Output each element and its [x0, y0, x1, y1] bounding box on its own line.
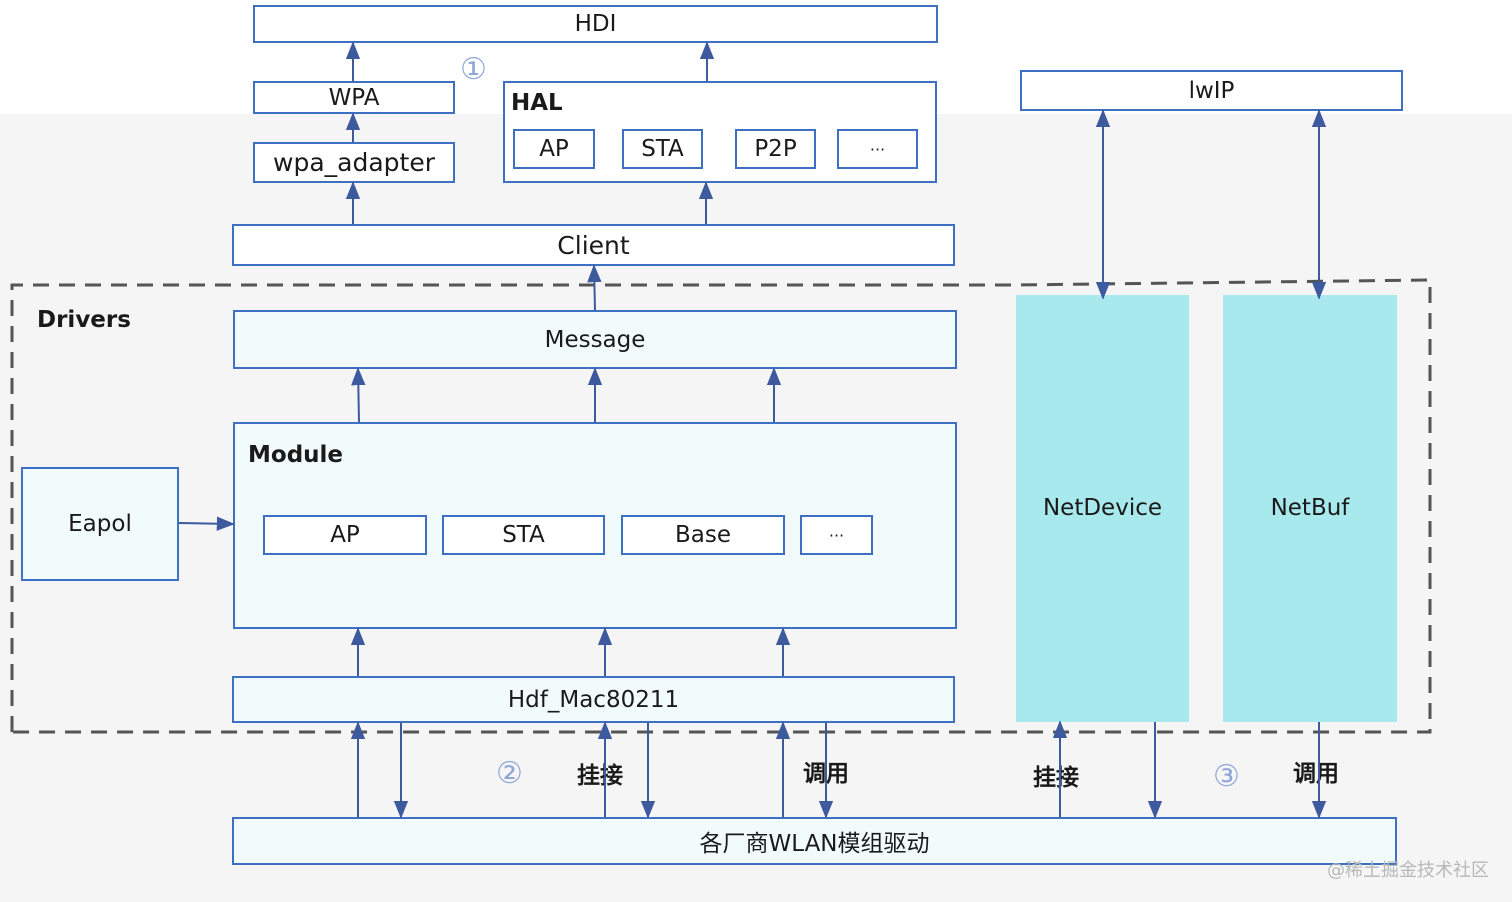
- module-base-label: Base: [674, 522, 731, 548]
- module-sta-box: STA: [442, 515, 605, 555]
- module-ap-label: AP: [330, 522, 360, 548]
- module-ap-box: AP: [263, 515, 427, 555]
- netdevice-label: NetDevice: [1042, 495, 1163, 521]
- hal-title: HAL: [511, 90, 563, 116]
- hal-ap-label: AP: [539, 136, 569, 162]
- wpa-label: WPA: [328, 84, 380, 111]
- hdi-label: HDI: [574, 11, 617, 37]
- lwip-box: lwIP: [1020, 70, 1403, 111]
- netbuf-label: NetBuf: [1270, 495, 1350, 521]
- module-sta-label: STA: [502, 522, 545, 548]
- vendor-driver-label: 各厂商WLAN模组驱动: [699, 831, 930, 857]
- hal-sta-box: STA: [622, 129, 703, 169]
- hal-more-label: ···: [869, 139, 886, 159]
- netbuf-box: NetBuf: [1223, 295, 1397, 722]
- marker-1: ①: [460, 52, 487, 87]
- attach-label-left: 挂接: [577, 763, 623, 789]
- wpa-adapter-label: wpa_adapter: [273, 148, 435, 177]
- marker-2: ②: [496, 756, 523, 791]
- wpa-adapter-box: wpa_adapter: [253, 142, 455, 183]
- client-box: Client: [232, 224, 955, 266]
- call-label-right: 调用: [1293, 761, 1339, 787]
- watermark: @稀土掘金技术社区: [1327, 860, 1489, 881]
- hal-ap-box: AP: [513, 129, 595, 169]
- hdf-mac80211-box: Hdf_Mac80211: [232, 676, 955, 723]
- eapol-box: Eapol: [21, 467, 179, 581]
- netdevice-box: NetDevice: [1016, 295, 1189, 722]
- eapol-label: Eapol: [68, 511, 132, 537]
- hdi-box: HDI: [253, 5, 938, 43]
- wpa-box: WPA: [253, 81, 455, 114]
- lwip-label: lwIP: [1188, 77, 1235, 104]
- attach-label-right: 挂接: [1033, 765, 1079, 791]
- module-more-label: ···: [828, 525, 845, 545]
- hal-p2p-box: P2P: [735, 129, 816, 169]
- message-label: Message: [544, 326, 646, 353]
- client-label: Client: [557, 230, 630, 260]
- module-base-box: Base: [621, 515, 785, 555]
- call-label-left: 调用: [803, 761, 849, 787]
- hdf-mac80211-label: Hdf_Mac80211: [507, 686, 680, 713]
- hal-sta-label: STA: [641, 136, 684, 162]
- vendor-driver-box: 各厂商WLAN模组驱动: [232, 817, 1397, 865]
- module-title: Module: [248, 442, 344, 468]
- marker-3: ③: [1213, 759, 1240, 794]
- hal-more-box: ···: [837, 129, 918, 169]
- drivers-title: Drivers: [37, 307, 131, 333]
- module-more-box: ···: [800, 515, 873, 555]
- message-box: Message: [233, 310, 957, 369]
- hal-p2p-label: P2P: [754, 136, 797, 162]
